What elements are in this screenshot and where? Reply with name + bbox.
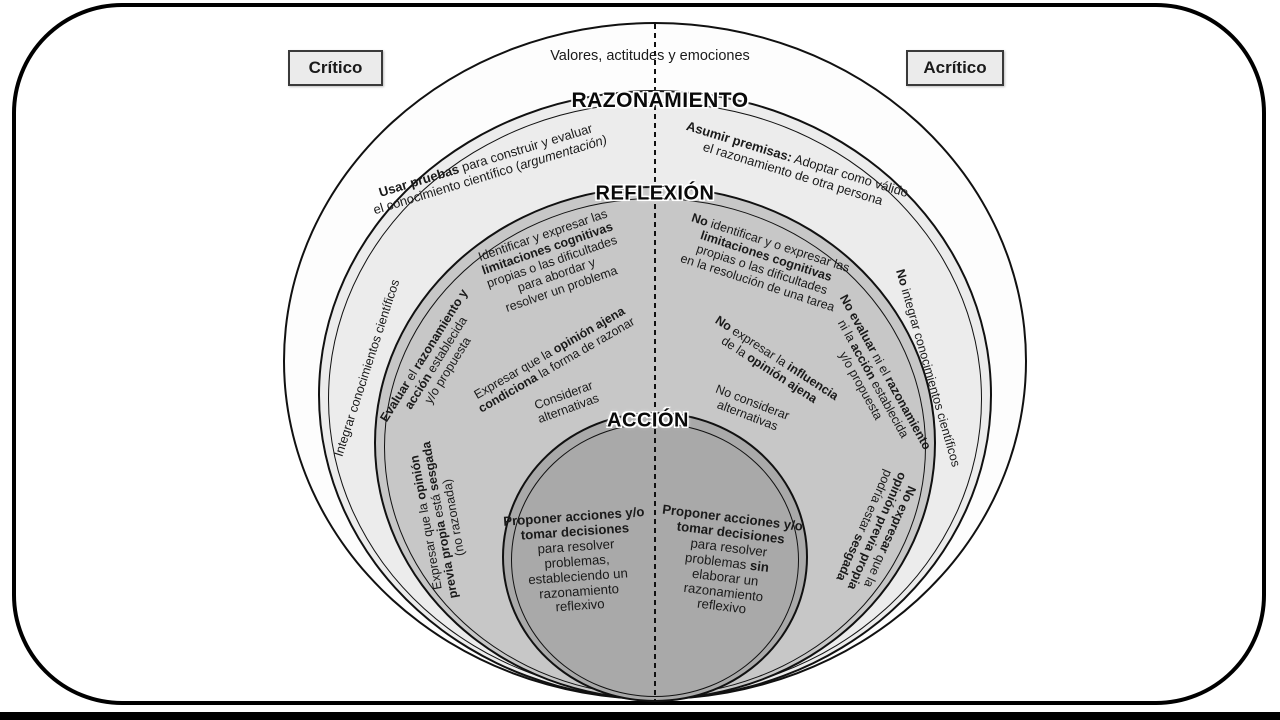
- diagram-frame: [12, 3, 1266, 705]
- razonamiento-ring-label: RAZONAMIENTO: [571, 89, 749, 113]
- center-dashed-divider: [654, 24, 656, 700]
- reflexion-ring-label: REFLEXIÓN: [595, 182, 715, 205]
- acritico-box: Acrítico: [906, 50, 1004, 86]
- accion-ring-label: ACCIÓN: [607, 409, 689, 432]
- acritico-label: Acrítico: [923, 58, 987, 77]
- bottom-edge-bar: [0, 712, 1280, 720]
- critico-box: Crítico: [288, 50, 383, 86]
- critico-label: Crítico: [308, 58, 363, 77]
- valores-ring-label: Valores, actitudes y emociones: [550, 47, 750, 64]
